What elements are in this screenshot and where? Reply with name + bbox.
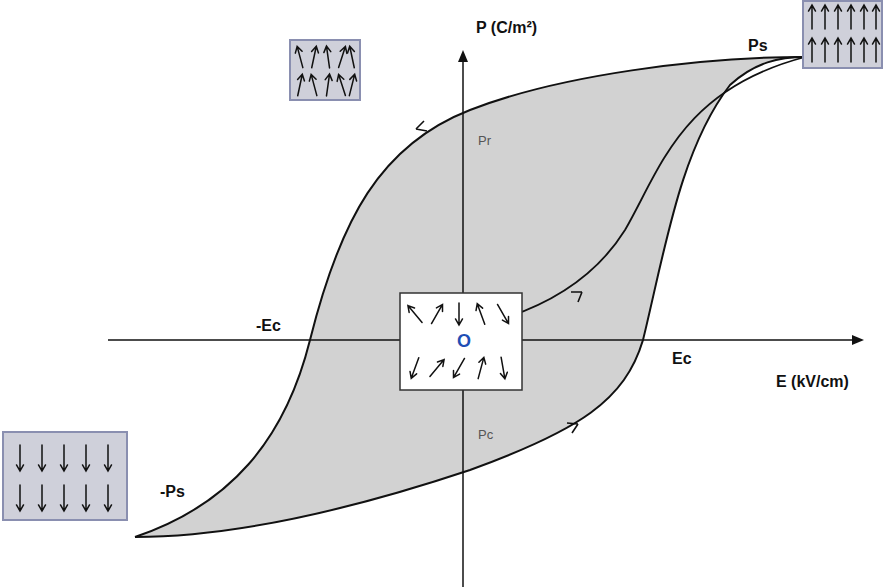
direction-arrow: [416, 121, 427, 131]
dipole-arrow: [309, 74, 317, 95]
dipole-arrow: [478, 357, 486, 378]
direction-arrow: [571, 292, 582, 302]
dipole-arrow: [809, 5, 816, 29]
dipole-arrow: [83, 445, 90, 471]
dipole-arrow: [83, 485, 90, 511]
dipole-arrow: [39, 485, 46, 511]
virgin-curve: [505, 57, 805, 318]
value-label: Ps: [748, 38, 768, 54]
dipole-arrow: [822, 5, 829, 29]
dipole-arrow: [432, 304, 443, 323]
dipole-arrow: [809, 38, 816, 62]
dipole-arrow: [337, 75, 345, 96]
dipole-arrow: [325, 74, 332, 96]
dipole-arrow: [454, 358, 465, 377]
dipole-arrow: [39, 445, 46, 471]
dipole-arrow: [848, 5, 855, 29]
dipole-arrow: [298, 74, 305, 96]
value-label: -Ec: [256, 318, 281, 334]
dipole-arrow: [848, 38, 855, 62]
dipole-arrow: [348, 46, 355, 68]
value-label: Ec: [672, 351, 692, 367]
dipole-arrow: [17, 485, 24, 511]
axis-arrowhead: [852, 335, 864, 345]
dipole-arrow: [456, 303, 463, 325]
domain-box: [803, 1, 882, 68]
dipole-arrow: [835, 5, 842, 29]
dipole-arrow: [873, 38, 880, 62]
value-label: Pr: [478, 134, 491, 147]
dipole-arrow: [349, 74, 356, 95]
domain-box: [3, 432, 127, 520]
value-label: -Ps: [160, 484, 185, 500]
direction-arrow: [567, 423, 578, 433]
dipole-arrow: [105, 445, 112, 471]
dipole-arrow: [430, 360, 444, 377]
loop-area: [135, 57, 805, 537]
dipole-arrow: [105, 485, 112, 511]
dipole-arrow: [324, 46, 331, 68]
dipole-arrow: [408, 306, 422, 323]
domain-arrows: [17, 5, 880, 511]
dipole-arrow: [873, 5, 880, 29]
axis-label: E (kV/cm): [776, 374, 849, 390]
axis-label: P (C/m²): [476, 20, 537, 36]
dipole-arrow: [312, 46, 319, 68]
dipole-arrow: [17, 445, 24, 471]
dipole-arrow: [861, 5, 868, 29]
origin-label: O: [455, 331, 473, 351]
axis-arrowhead: [458, 50, 468, 62]
domain-box: [400, 293, 522, 390]
dipole-arrow: [861, 38, 868, 62]
value-label: Pc: [478, 428, 493, 441]
domain-box: [290, 40, 360, 100]
dipole-arrow: [835, 38, 842, 62]
dipole-arrow: [822, 38, 829, 62]
lower-branch: [135, 57, 805, 537]
dipole-arrow: [410, 358, 419, 379]
dipole-arrow: [295, 46, 303, 67]
dipole-arrow: [498, 304, 509, 323]
upper-branch: [135, 57, 805, 537]
dipole-arrow: [61, 445, 68, 471]
dipole-arrow: [61, 485, 68, 511]
dipole-arrow: [500, 357, 507, 379]
dipole-arrow: [339, 47, 347, 68]
dipole-arrow: [476, 304, 485, 325]
